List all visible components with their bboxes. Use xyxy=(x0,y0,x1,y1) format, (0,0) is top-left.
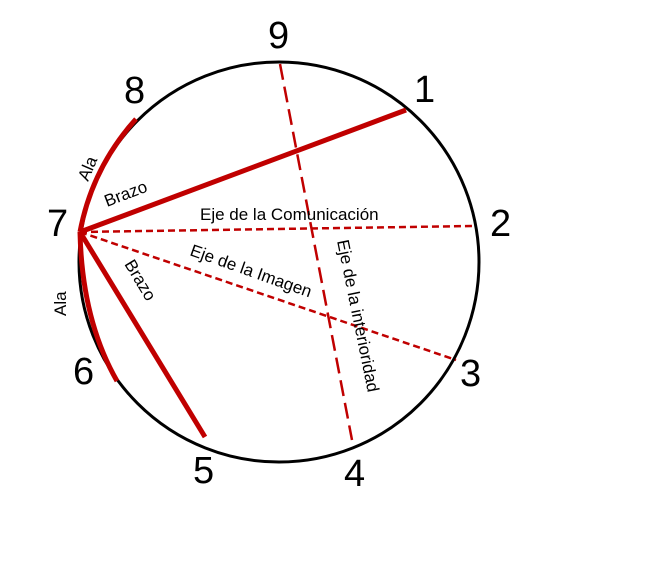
point-4-label: 4 xyxy=(344,453,365,495)
wing-arc-upper xyxy=(77,117,138,233)
point-7-label: 7 xyxy=(47,203,68,245)
arm-label-upper: Brazo xyxy=(102,177,150,211)
point-2-label: 2 xyxy=(490,203,511,245)
point-5-label: 5 xyxy=(193,450,214,492)
axis-interiority-label: Eje de la interioridad xyxy=(333,238,383,394)
point-1-label: 1 xyxy=(414,69,435,111)
axis-communication-label: Eje de la Comunicación xyxy=(200,205,379,224)
point-3-label: 3 xyxy=(460,353,481,395)
arm-label-lower: Brazo xyxy=(121,256,160,304)
axis-communication-line xyxy=(79,224,474,234)
arm-line-7-to-5 xyxy=(77,230,208,439)
outer-circle xyxy=(77,60,481,464)
axis-image-label: Eje de la Imagen xyxy=(188,241,315,302)
axis-image-line xyxy=(79,230,457,362)
arm-line-7-to-1 xyxy=(79,107,407,235)
point-9-label: 9 xyxy=(268,15,289,57)
point-8-label: 8 xyxy=(124,70,145,112)
wing-label-lower: Ala xyxy=(51,291,70,316)
wing-arc-lower xyxy=(77,231,120,383)
axis-interiority-line xyxy=(278,63,354,441)
point-6-label: 6 xyxy=(73,351,94,393)
